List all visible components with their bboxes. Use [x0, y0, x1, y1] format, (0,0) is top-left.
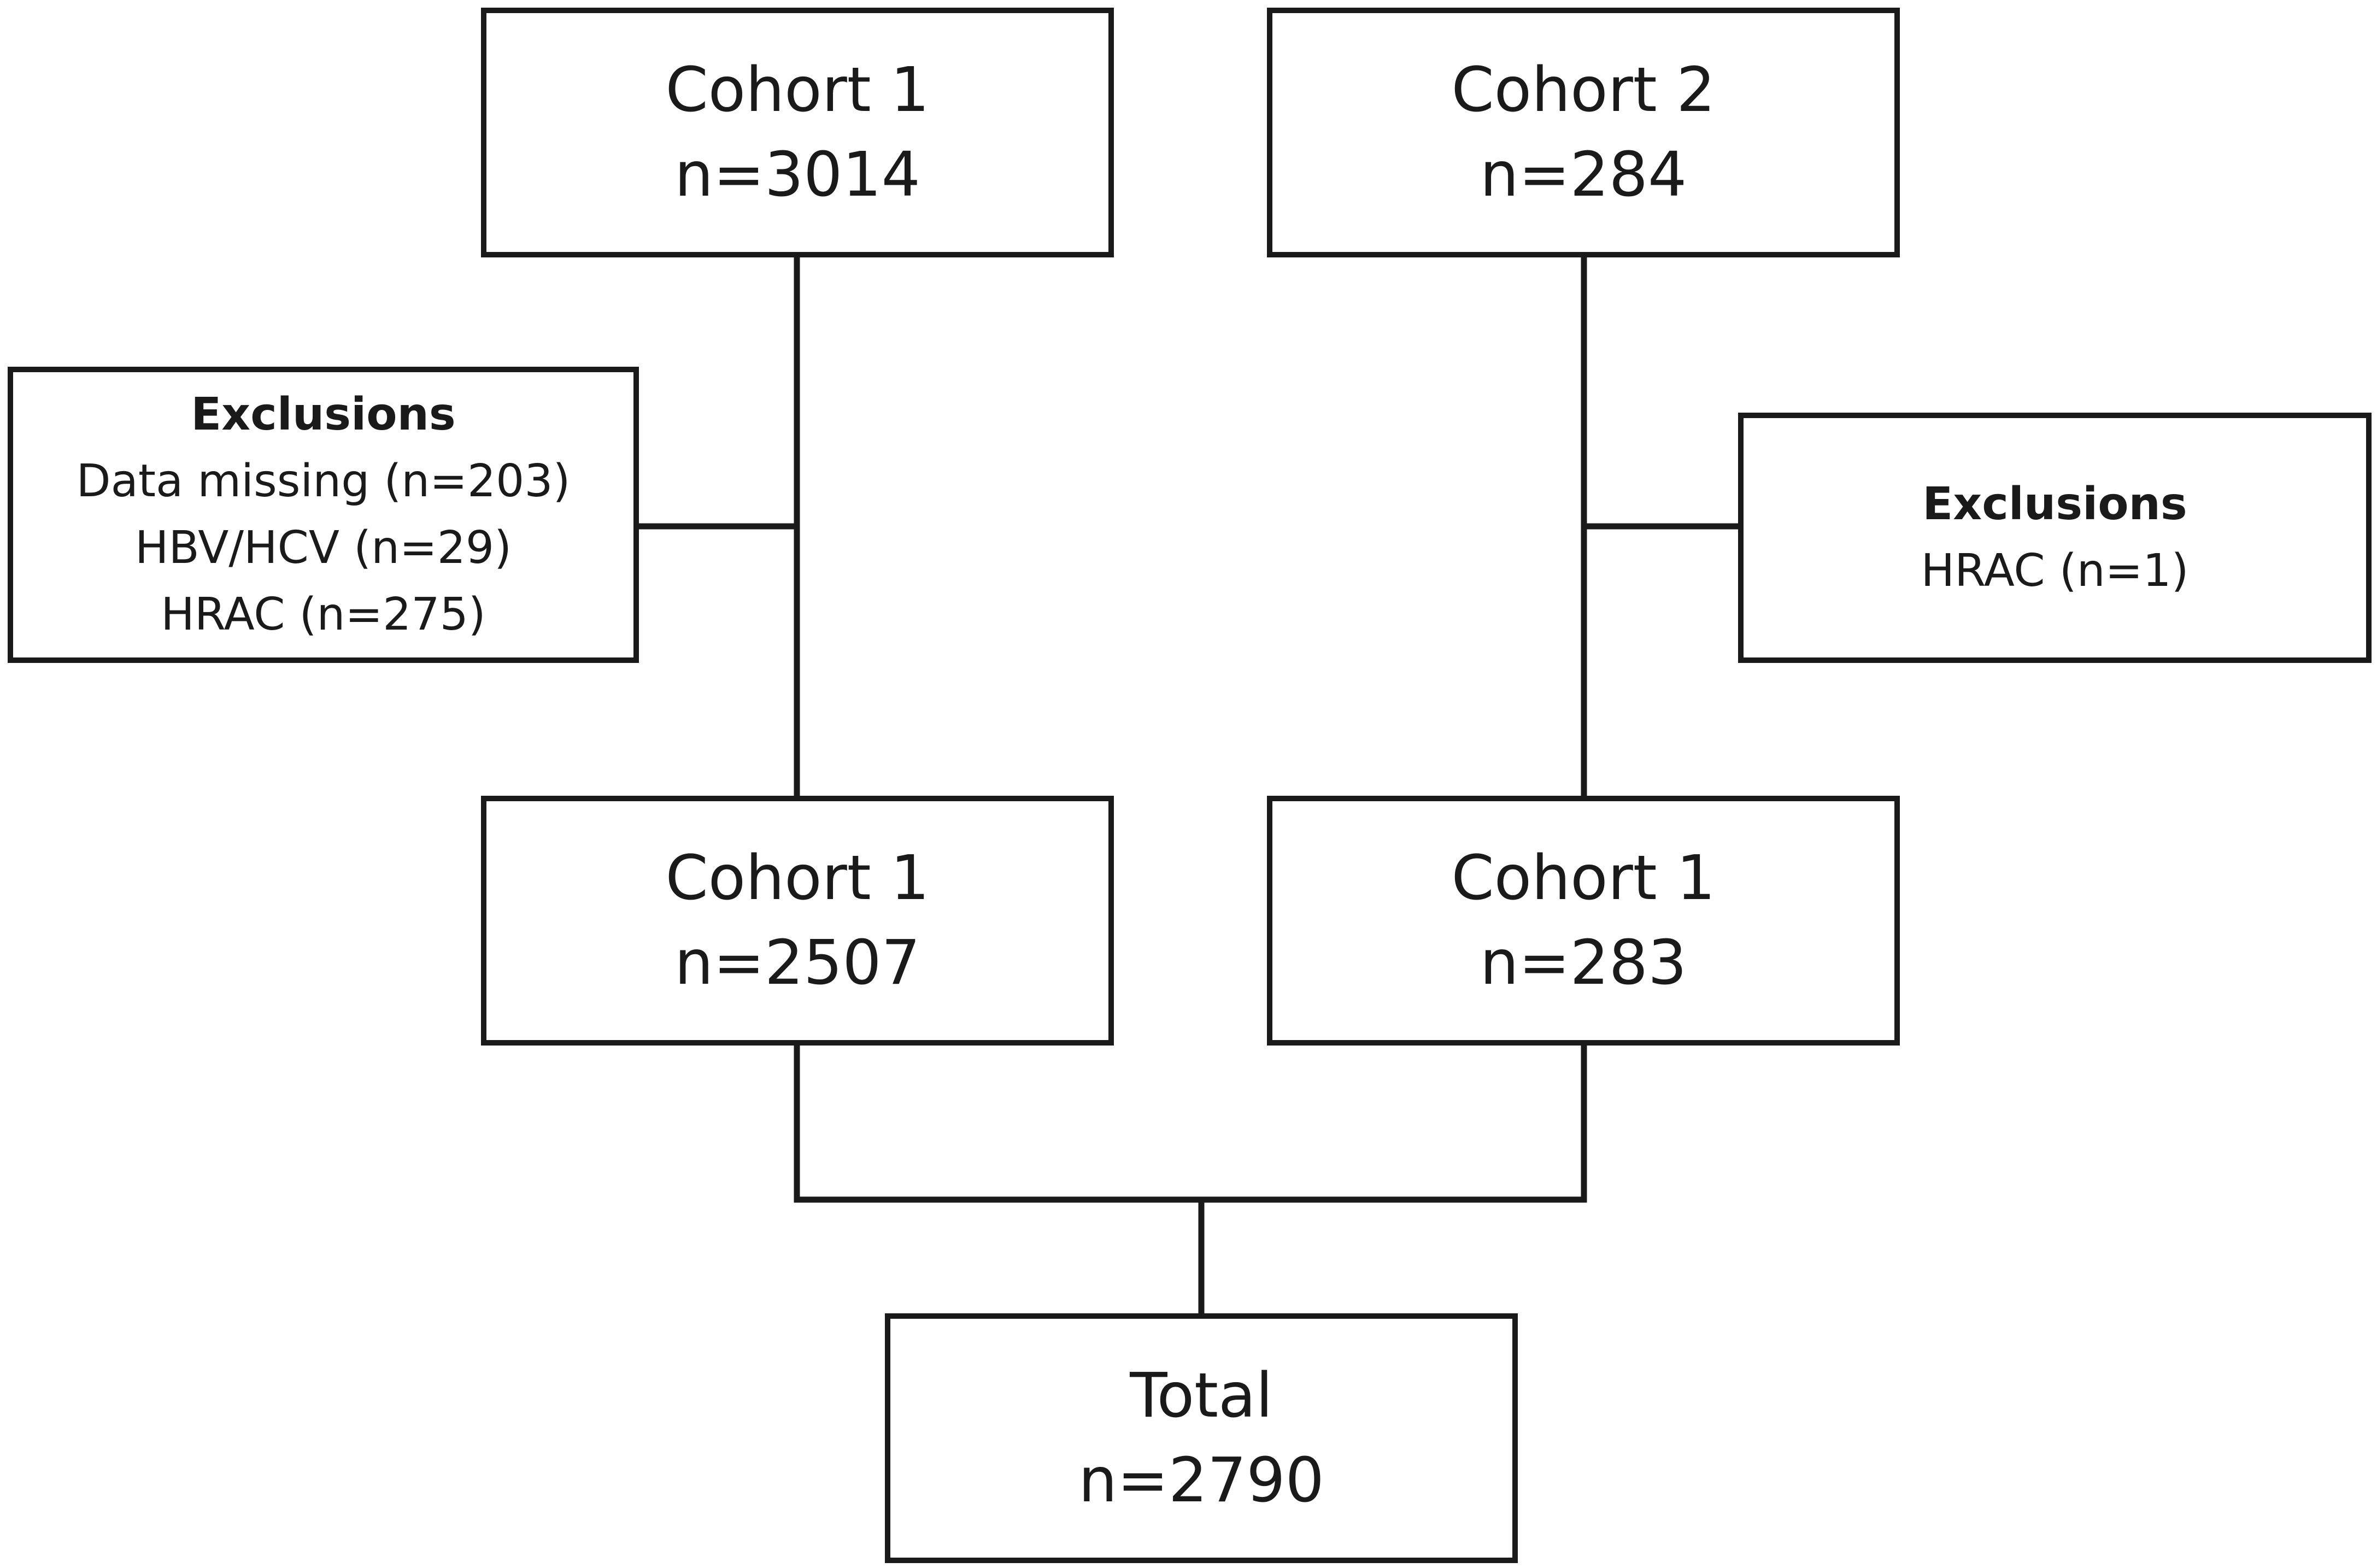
cohort1-final-box: Cohort 1 n=2507 [481, 796, 1114, 1046]
cohort1-exclusions-title: Exclusions [191, 389, 456, 441]
cohort1-exclusion-hbv-hcv: HBV/HCV (n=29) [134, 522, 512, 574]
cohort1-final-title: Cohort 1 [665, 842, 930, 914]
cohort1-initial-box: Cohort 1 n=3014 [481, 8, 1114, 257]
cohort1-exclusion-hrac: HRAC (n=275) [161, 589, 486, 641]
cohort1-exclusions-box: Exclusions Data missing (n=203) HBV/HCV … [8, 367, 639, 663]
cohort2-exclusion-hrac: HRAC (n=1) [1921, 545, 2189, 597]
cohort2-initial-count: n=284 [1480, 139, 1687, 210]
cohort2-initial-box: Cohort 2 n=284 [1267, 8, 1900, 257]
total-title: Total [1130, 1360, 1273, 1431]
cohort2-final-title: Cohort 1 [1451, 842, 1716, 914]
cohort2-exclusions-box: Exclusions HRAC (n=1) [1738, 413, 2372, 663]
cohort2-initial-title: Cohort 2 [1451, 54, 1716, 126]
cohort2-final-box: Cohort 1 n=283 [1267, 796, 1900, 1046]
cohort1-exclusion-data-missing: Data missing (n=203) [76, 455, 571, 507]
total-box: Total n=2790 [885, 1313, 1518, 1563]
cohort2-exclusions-title: Exclusions [1922, 478, 2187, 530]
cohort1-initial-count: n=3014 [674, 139, 920, 210]
cohort1-final-count: n=2507 [674, 927, 920, 999]
total-count: n=2790 [1078, 1444, 1324, 1516]
cohort2-final-count: n=283 [1480, 927, 1687, 999]
cohort1-initial-title: Cohort 1 [665, 54, 930, 126]
